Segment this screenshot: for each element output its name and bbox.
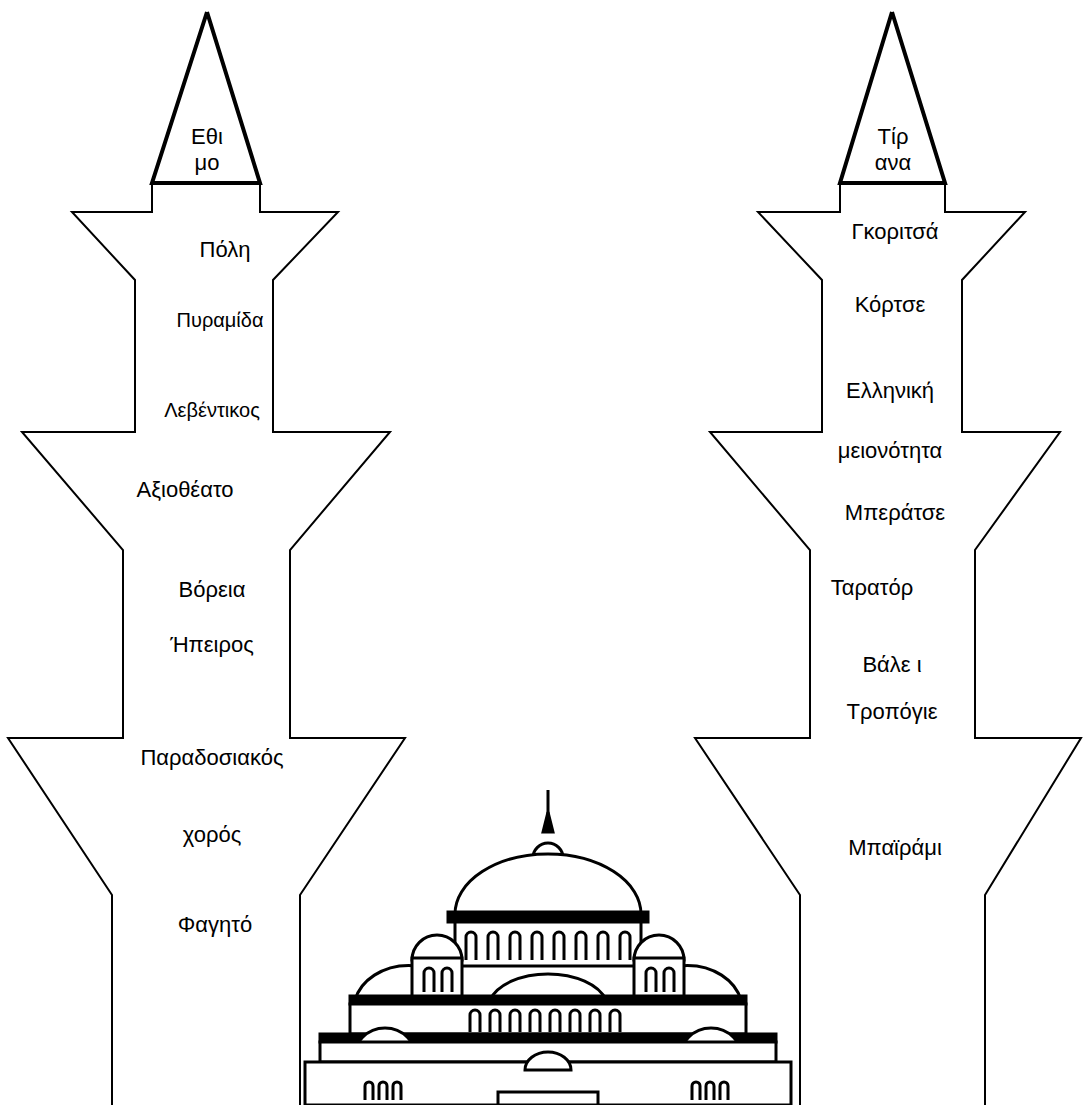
minaret-body: ΓκοριτσάΚόρτσεΕλληνική μειονότηταΜπεράτσ… <box>690 180 1083 1105</box>
minaret-label: Τίρανα <box>872 124 914 177</box>
minaret-body: ΠόληΠυραμίδαΛεβέντικοςΑξιοθέατοΒόρεια Ήπ… <box>0 180 412 1105</box>
minaret-label: Βόρεια Ήπειρος <box>162 562 262 672</box>
minaret-label: Μπεράτσε <box>845 500 945 526</box>
minaret-label: Φαγητό <box>178 912 252 938</box>
minaret-label: Ταρατόρ <box>831 575 913 601</box>
minaret-label: Λεβέντικος <box>164 398 260 422</box>
minaret-outline <box>690 180 1083 1105</box>
minaret-label: Πυραμίδα <box>177 308 264 332</box>
minaret-label: Αξιοθέατο <box>136 477 233 503</box>
minaret-cone: Εθιμο <box>146 6 266 188</box>
minaret-label: Μπαϊράμι <box>848 835 942 861</box>
minaret-cone: Τίρανα <box>832 6 952 188</box>
minaret-label: Εθιμο <box>189 124 225 177</box>
minaret-label: Ελληνική μειονότητα <box>820 361 960 481</box>
minaret-label: Παραδοσιακός χορός <box>132 719 292 873</box>
minaret-label: Γκοριτσά <box>851 219 938 245</box>
minaret-label: Βάλε ι Τροπόγιε <box>837 641 947 735</box>
minaret-label: Πόλη <box>200 237 251 263</box>
minaret-label: Κόρτσε <box>855 292 926 318</box>
